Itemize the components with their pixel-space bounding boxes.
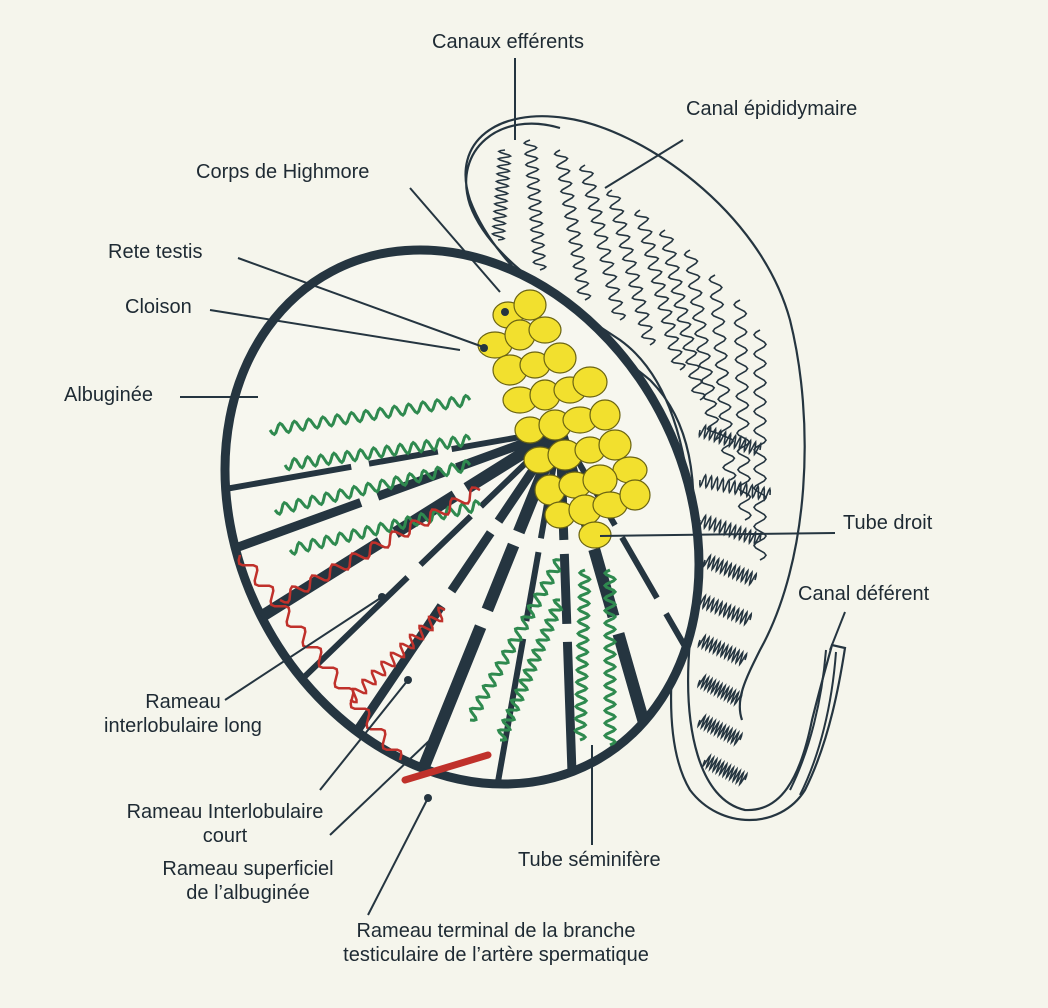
label-tube-seminifere: Tube séminifère xyxy=(518,849,661,871)
coil-segment xyxy=(490,149,513,241)
coil-segment xyxy=(697,633,748,667)
coil-segment xyxy=(698,423,762,457)
arteries xyxy=(237,486,492,784)
artery-branch xyxy=(349,606,446,704)
label-line: Rameau Interlobulaire xyxy=(126,801,324,823)
coil-segment xyxy=(701,753,749,787)
tubule-loop xyxy=(283,433,472,472)
label-line: de l’albuginée xyxy=(186,882,310,904)
coil-segment xyxy=(553,149,592,301)
tubule-loop xyxy=(468,558,562,722)
coil-segment xyxy=(633,209,687,371)
tubule-loop xyxy=(496,598,564,742)
coil-segment xyxy=(578,164,627,321)
label-cloison: Cloison xyxy=(125,296,192,318)
rete-cell xyxy=(598,429,632,461)
coil-segment xyxy=(698,473,772,502)
label-canal-epididymaire: Canal épididymaire xyxy=(686,98,858,120)
tubule-loop xyxy=(602,568,618,747)
tubule-loop xyxy=(573,568,592,742)
vas-deferens xyxy=(789,649,837,796)
septum xyxy=(255,427,563,724)
label-rameau-superficiel: Rameau superficiel de l’albuginée xyxy=(155,857,341,905)
septum xyxy=(321,427,564,781)
label-rameau-interlobulaire-long: Rameau interlobulaire long xyxy=(92,690,274,738)
rete-testis xyxy=(477,289,651,549)
rete-cell xyxy=(528,316,562,344)
label-rameau-terminal: Rameau terminal de la branche testiculai… xyxy=(318,919,674,967)
coil-segment xyxy=(697,593,753,627)
coil-segment xyxy=(522,139,548,271)
coil-segment xyxy=(658,229,707,401)
label-line: court xyxy=(202,825,248,847)
coil-segment xyxy=(683,249,722,441)
septum xyxy=(397,427,566,822)
rete-cell xyxy=(513,289,547,321)
label-rameau-interlobulaire-court: Rameau Interlobulaire court xyxy=(112,800,338,848)
epididymal-canal xyxy=(490,139,772,787)
tubule-loop xyxy=(288,498,482,557)
coil-segment xyxy=(733,299,752,521)
rete-cell xyxy=(612,456,648,484)
label-line: testiculaire de l’artère spermatique xyxy=(343,944,649,966)
label-albuginee: Albuginée xyxy=(64,384,153,406)
epididymis-outline xyxy=(464,115,847,821)
tubule-loop xyxy=(268,393,472,437)
rete-cell xyxy=(589,399,621,431)
label-corps-highmore: Corps de Highmore xyxy=(196,161,370,183)
coil-segment xyxy=(708,274,737,481)
seminiferous-tubules xyxy=(268,393,618,747)
coil-segment xyxy=(605,189,657,346)
septum xyxy=(200,424,564,658)
leader-lines xyxy=(180,58,846,916)
coil-segment xyxy=(698,513,762,547)
label-tube-droit: Tube droit xyxy=(843,512,933,534)
label-line: Rameau xyxy=(145,691,221,713)
coil-segment xyxy=(696,673,744,707)
artery-branch xyxy=(279,486,481,604)
tubule-loop xyxy=(273,458,472,517)
coil-segment xyxy=(696,713,744,747)
label-rete-testis: Rete testis xyxy=(108,241,203,263)
label-canal-deferent: Canal déférent xyxy=(798,583,930,605)
rete-cell xyxy=(582,464,618,496)
label-line: Rameau superficiel xyxy=(162,858,334,880)
coil-segment xyxy=(702,553,758,587)
label-line: interlobulaire long xyxy=(104,715,262,737)
label-canaux-efferents: Canaux efférents xyxy=(432,31,584,53)
label-line: Rameau terminal de la branche xyxy=(356,920,636,942)
rete-cell xyxy=(572,366,608,398)
rete-cell xyxy=(619,479,651,511)
leader-dots xyxy=(378,308,509,802)
rete-cell xyxy=(543,342,577,374)
